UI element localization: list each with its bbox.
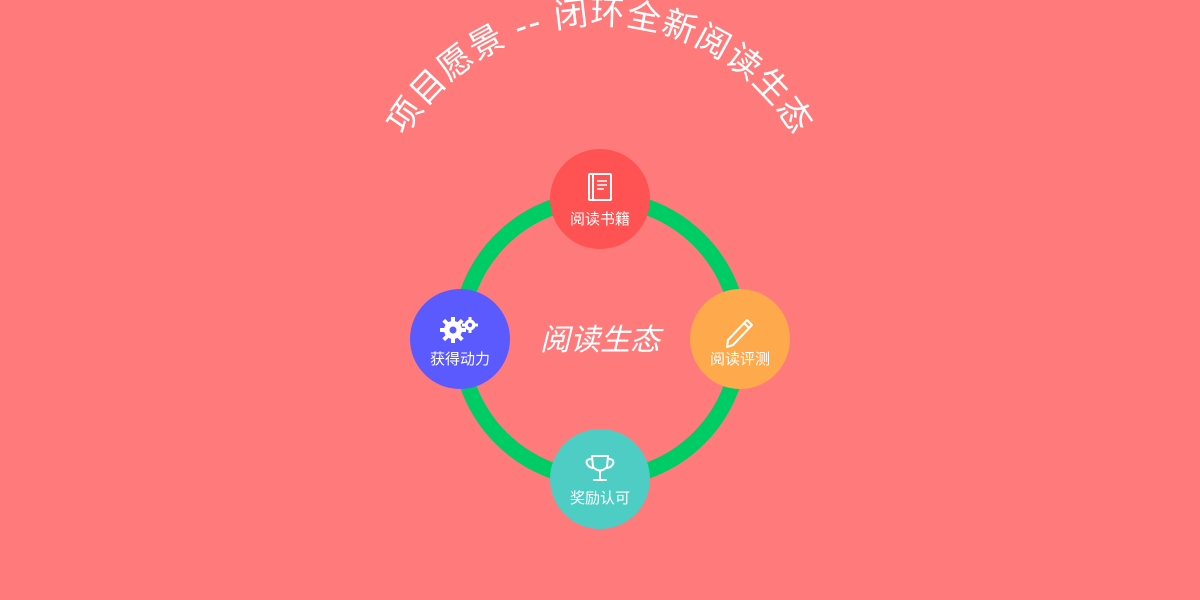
diagram-title-text: 项目愿景 -- 闭环全新阅读生态 (379, 0, 819, 141)
node-motivation: 获得动力 (410, 289, 510, 389)
book-icon (588, 173, 612, 201)
gears-icon (440, 317, 478, 343)
diagram-title: 项目愿景 -- 闭环全新阅读生态 (379, 0, 820, 141)
center-label: 阅读生态 (540, 323, 664, 358)
node-read-books: 阅读书籍 (550, 149, 650, 249)
node-reward-label: 奖励认可 (570, 489, 630, 507)
trophy-icon (585, 455, 615, 481)
node-reward: 奖励认可 (550, 429, 650, 529)
node-read-review: 阅读评测 (690, 289, 790, 389)
node-motivation-label: 获得动力 (430, 350, 490, 368)
pencil-icon (726, 319, 753, 348)
node-read-review-label: 阅读评测 (710, 350, 770, 368)
node-read-books-label: 阅读书籍 (570, 210, 630, 228)
